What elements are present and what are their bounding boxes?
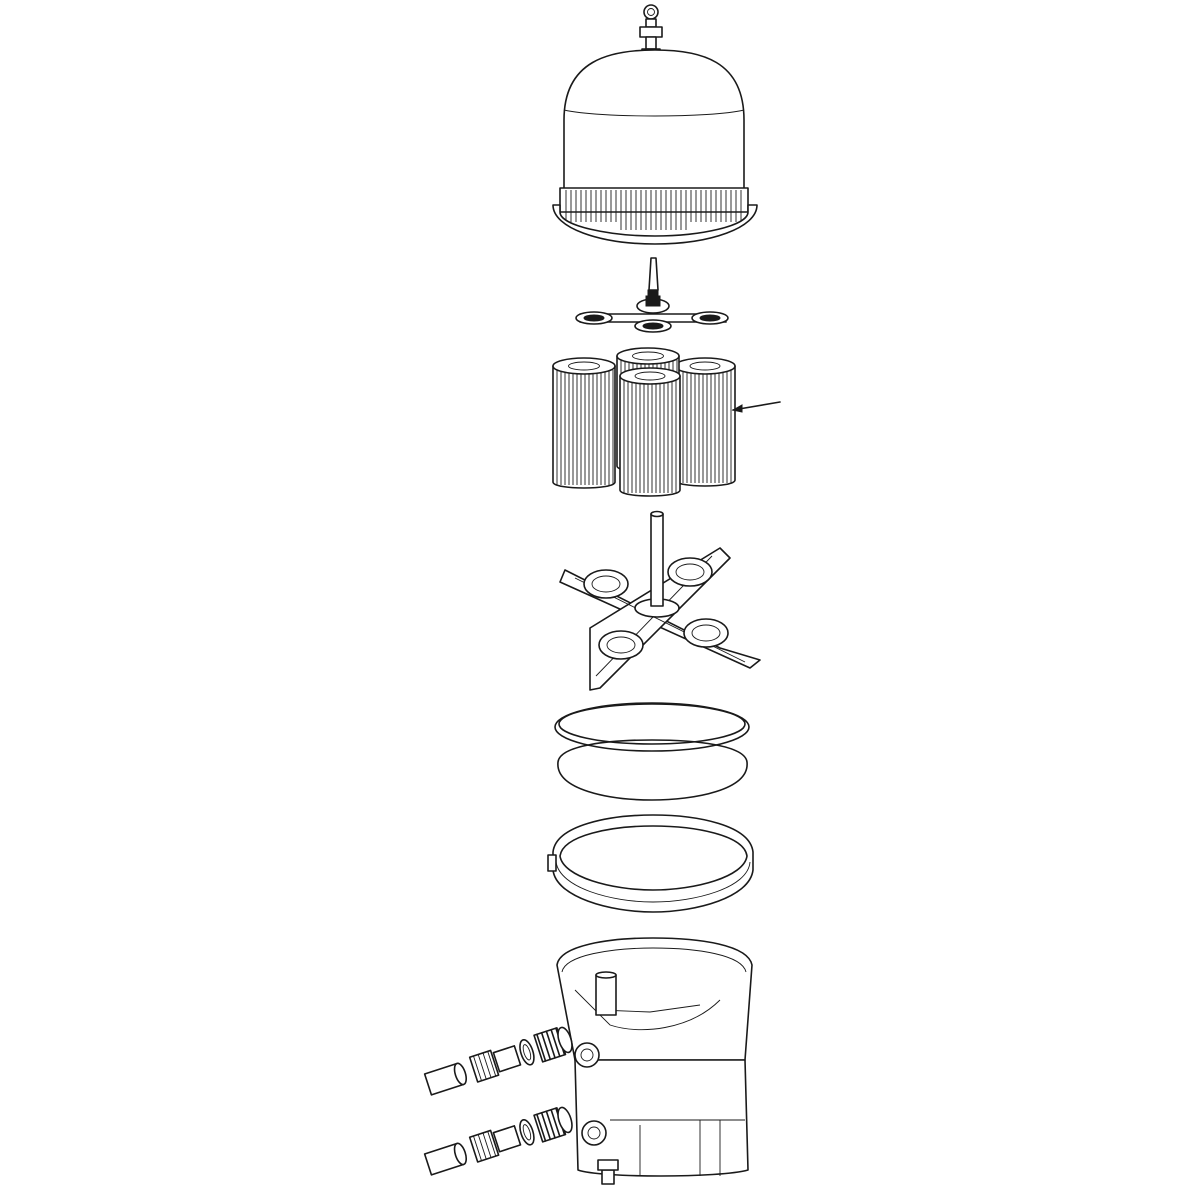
filter-tank-base [556, 937, 753, 1185]
air-relief-tube [647, 257, 659, 301]
callout-leader-line [731, 401, 781, 413]
union-fitting-set [423, 1026, 573, 1096]
locking-clamp-ring [547, 814, 754, 913]
tank-o-ring [554, 702, 750, 801]
cartridge-element [619, 367, 681, 497]
union-tail [492, 1045, 522, 1073]
filter-dome-lid [552, 4, 758, 245]
union-tail [492, 1125, 522, 1153]
pressure-gauge-icon [639, 4, 663, 56]
upper-manifold [575, 295, 729, 333]
cartridge-element [552, 357, 616, 489]
lower-manifold-standpipe [559, 510, 761, 691]
union-fittings [423, 1026, 573, 1176]
lid-ribs [565, 190, 742, 230]
union-nut [468, 1129, 500, 1163]
union-nut [468, 1049, 500, 1083]
cartridge-element [674, 357, 736, 487]
cartridge-elements [552, 347, 736, 497]
union-fitting-set [423, 1106, 573, 1176]
